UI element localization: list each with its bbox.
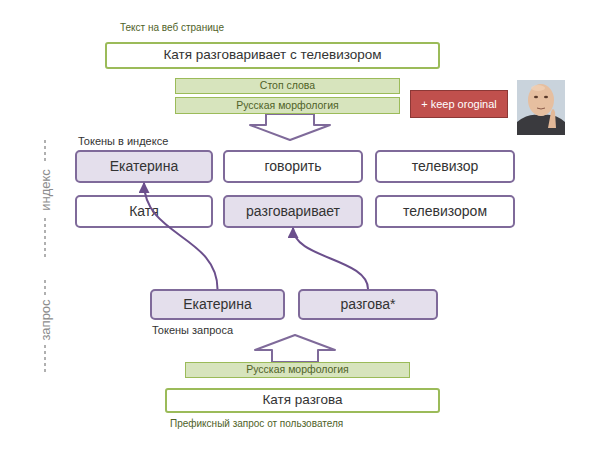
index-token: телевизор	[375, 150, 515, 183]
node-text: телевизором	[403, 204, 487, 219]
node-text: Стоп слова	[260, 80, 315, 92]
photo-background	[517, 80, 565, 135]
node-text: телевизор	[412, 159, 479, 174]
filter-stage: Стоп слова	[175, 78, 400, 94]
node-text: Катя разговаривает с телевизором	[163, 48, 381, 63]
index-token: говорить	[223, 150, 363, 183]
node-text: разговаривает	[246, 204, 340, 219]
index-token: Катя	[75, 195, 213, 228]
node-text: Катя	[129, 204, 159, 219]
dashed-line	[44, 140, 46, 163]
index-token: разговаривает	[223, 195, 363, 228]
hollow-up-arrow	[255, 335, 335, 362]
group-label: Токены запроса	[152, 324, 233, 336]
query-token: Екатерина	[150, 289, 285, 320]
photo-highlight	[531, 85, 545, 91]
dashed-line	[44, 345, 46, 372]
photo-eye	[534, 96, 538, 98]
node-text: Катя разгова	[262, 393, 342, 408]
caption-note: Текст на веб странице	[120, 22, 224, 33]
node-text: Русская морфология	[236, 100, 339, 112]
index-token: телевизором	[375, 195, 515, 228]
filter-stage: Русская морфология	[175, 97, 400, 114]
hollow-down-arrow	[250, 114, 330, 140]
photo-head	[528, 84, 554, 116]
node-text: говорить	[265, 159, 322, 174]
index-token: Екатерина	[75, 150, 213, 183]
query-text-box: Катя разгова	[165, 388, 440, 413]
group-label: Токены в индексе	[78, 135, 168, 147]
source-text-box: Катя разговаривает с телевизором	[105, 42, 440, 69]
dashed-line	[44, 280, 46, 296]
node-text: Екатерина	[110, 159, 178, 174]
node-text: + keep oroginal	[421, 98, 497, 110]
photo-suit	[517, 115, 565, 135]
curved-arrow	[293, 228, 368, 289]
portrait-photo	[517, 80, 565, 135]
photo-hand	[548, 109, 556, 128]
option-box: + keep oroginal	[410, 90, 508, 118]
section-label: индекс	[38, 169, 53, 211]
query-token: разгова*	[298, 289, 438, 320]
caption-note: Префиксный запрос от пользователя	[170, 418, 343, 429]
curved-arrow	[144, 183, 218, 289]
section-label: запрос	[38, 299, 53, 340]
node-text: Екатерина	[183, 297, 251, 312]
photo-eye	[544, 96, 548, 98]
photo-mouth	[537, 108, 545, 109]
filter-stage: Русская морфология	[185, 362, 410, 378]
node-text: разгова*	[341, 297, 396, 312]
node-text: Русская морфология	[246, 364, 349, 376]
dashed-line	[44, 218, 46, 258]
